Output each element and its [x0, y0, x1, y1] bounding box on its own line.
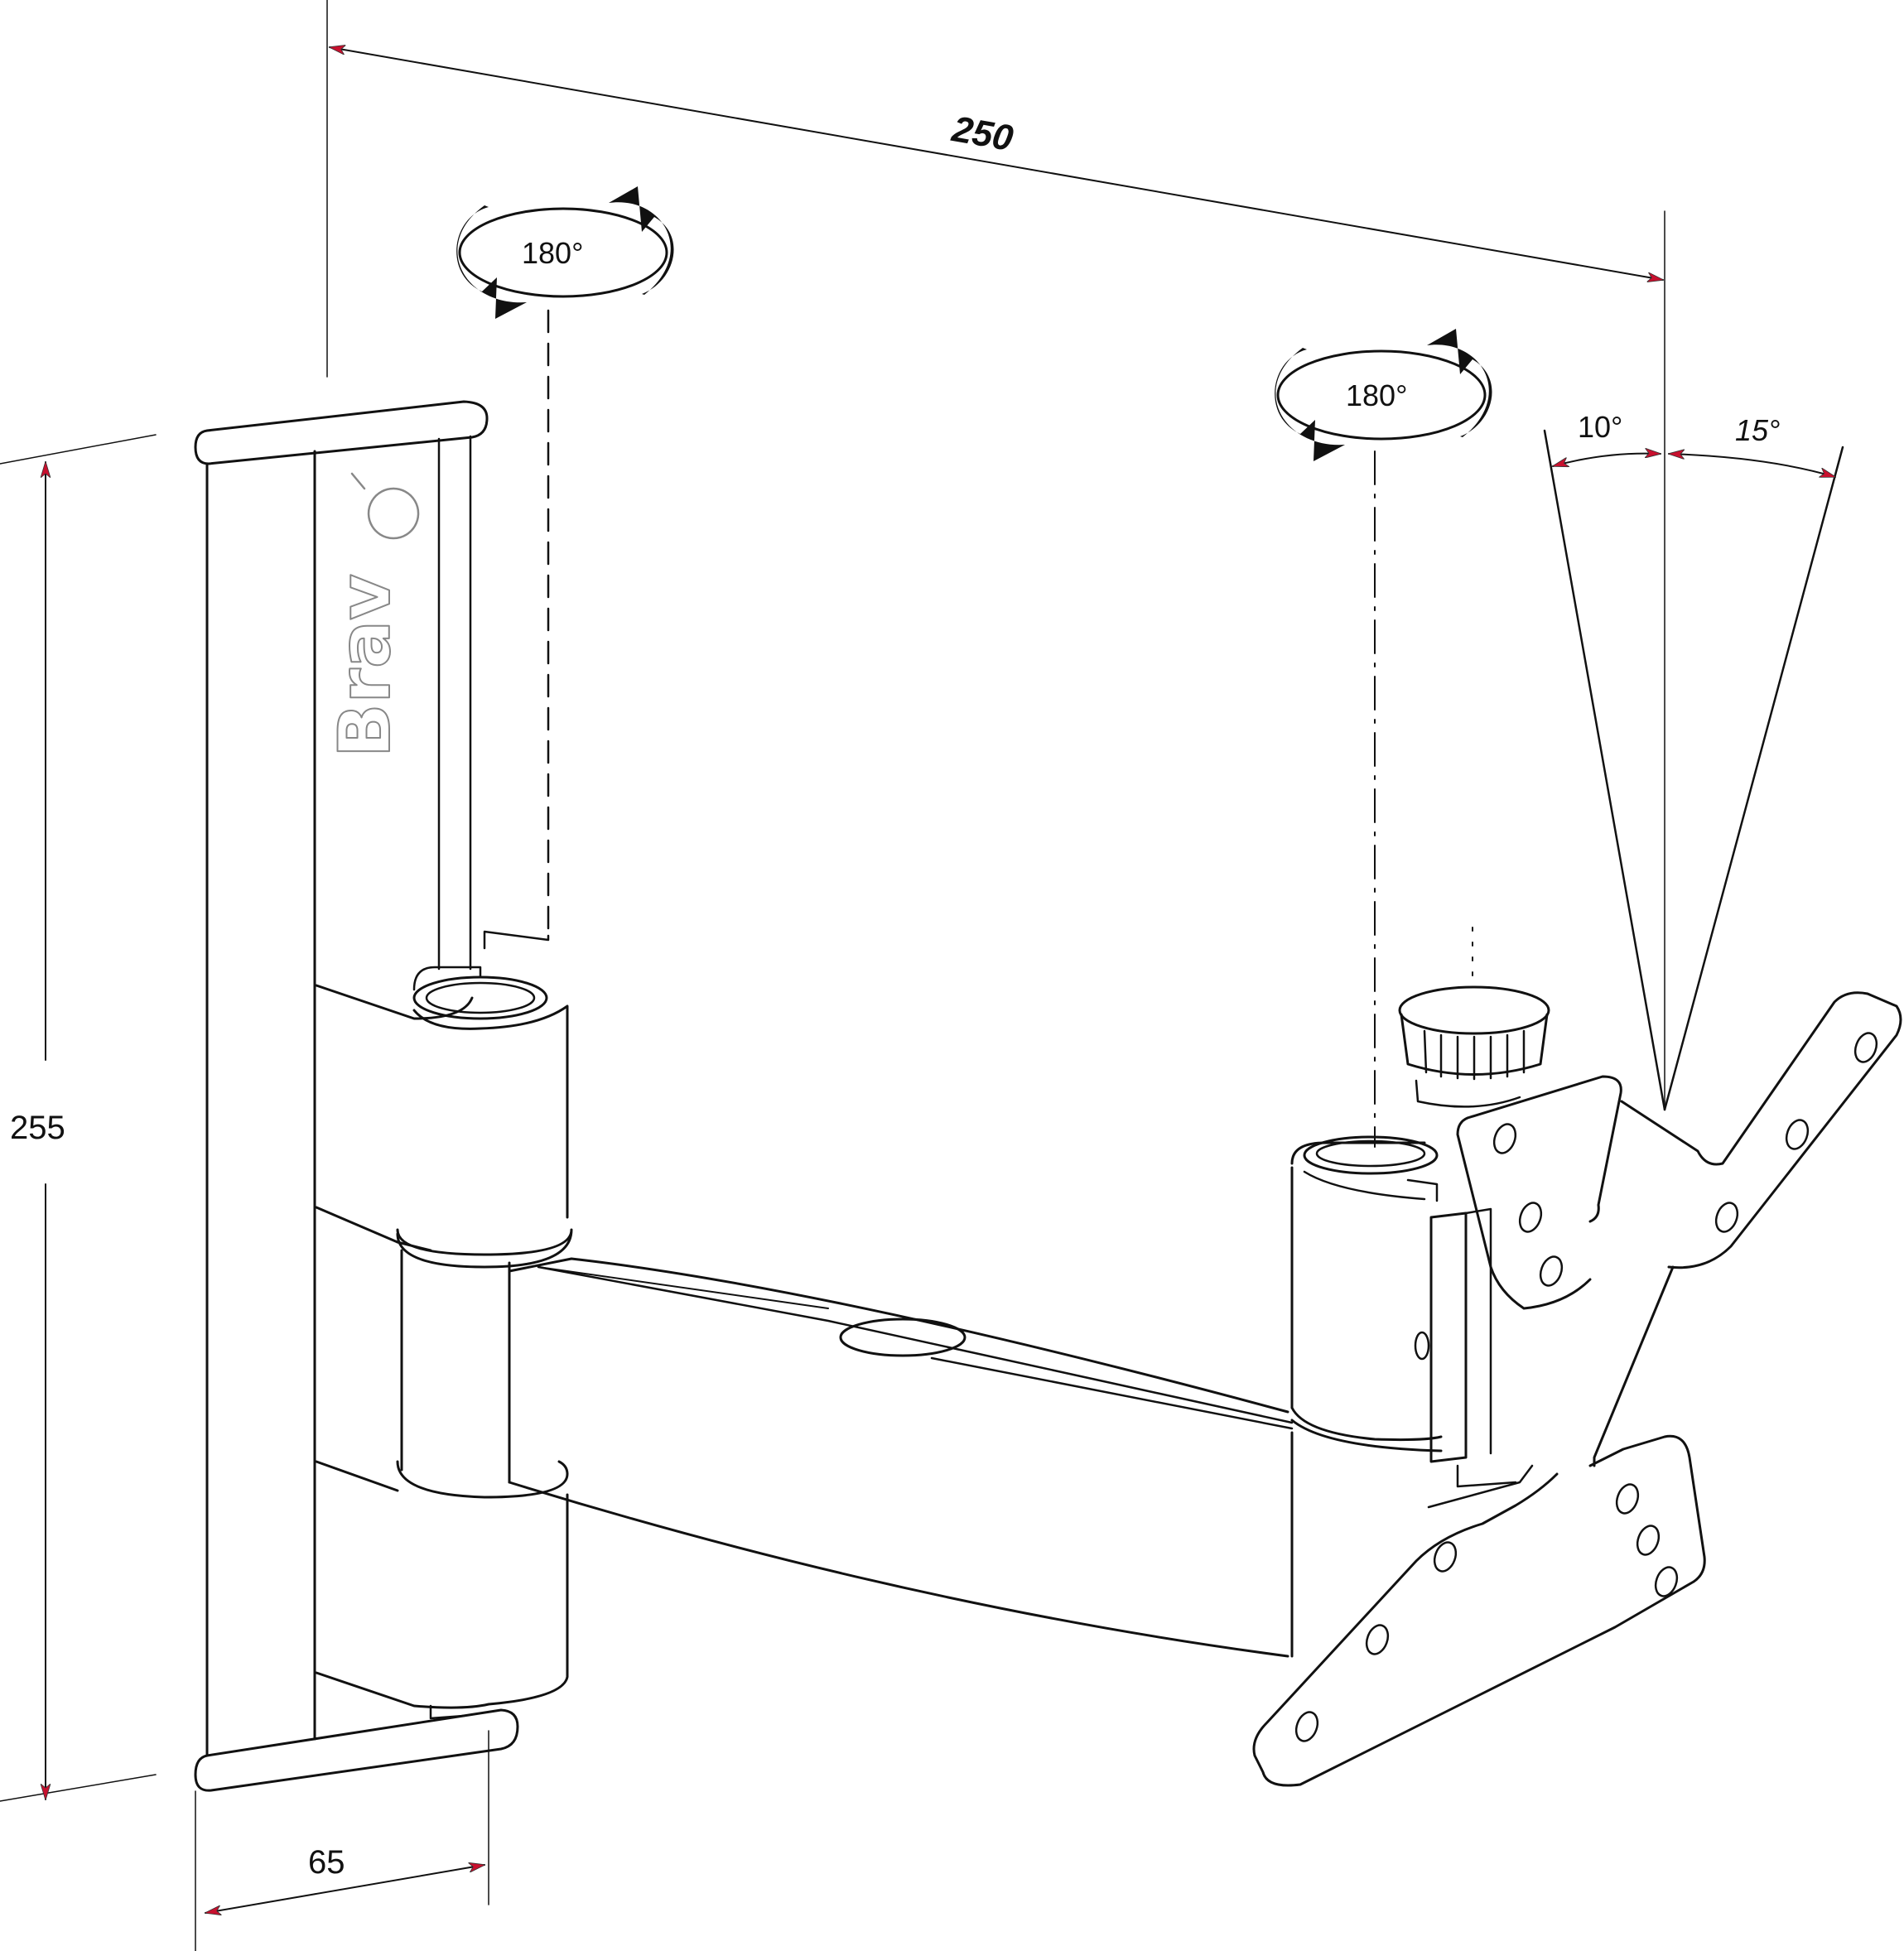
tilt-down-label: 15°: [1735, 413, 1780, 447]
rotate-arrow-icon: [1275, 348, 1345, 461]
rotate-arrow-icon: [456, 205, 527, 319]
arm-rotation-label: 180°: [1346, 378, 1407, 412]
height-label: 255: [10, 1110, 65, 1146]
depth-label: 65: [308, 1844, 345, 1881]
tilt-up-label: 10°: [1578, 410, 1622, 444]
rotation-wall-pivot: [456, 186, 674, 950]
tension-knob: [1398, 985, 1550, 1108]
width-dimension: [326, 0, 1665, 1110]
height-dimension: [0, 434, 157, 1802]
rotation-arm-pivot: [1275, 329, 1492, 1148]
tilt-indicator: [1543, 429, 1844, 1111]
brand-logo: Brav: [324, 574, 407, 758]
width-label: 250: [948, 108, 1016, 159]
vesa-plate: [1252, 991, 1902, 1787]
arm-end-knuckle: [1290, 1135, 1517, 1658]
wall-plate: Brav: [194, 400, 519, 1792]
wall-rotation-label: 180°: [522, 236, 583, 270]
brand-logo-mark: [350, 472, 420, 540]
wall-pivot-knuckle: [315, 966, 573, 1720]
rotate-arrow-icon: [609, 186, 674, 295]
extension-arm: [508, 1257, 1294, 1658]
depth-dimension: [195, 1730, 489, 1951]
rotate-arrow-icon: [1427, 329, 1492, 437]
